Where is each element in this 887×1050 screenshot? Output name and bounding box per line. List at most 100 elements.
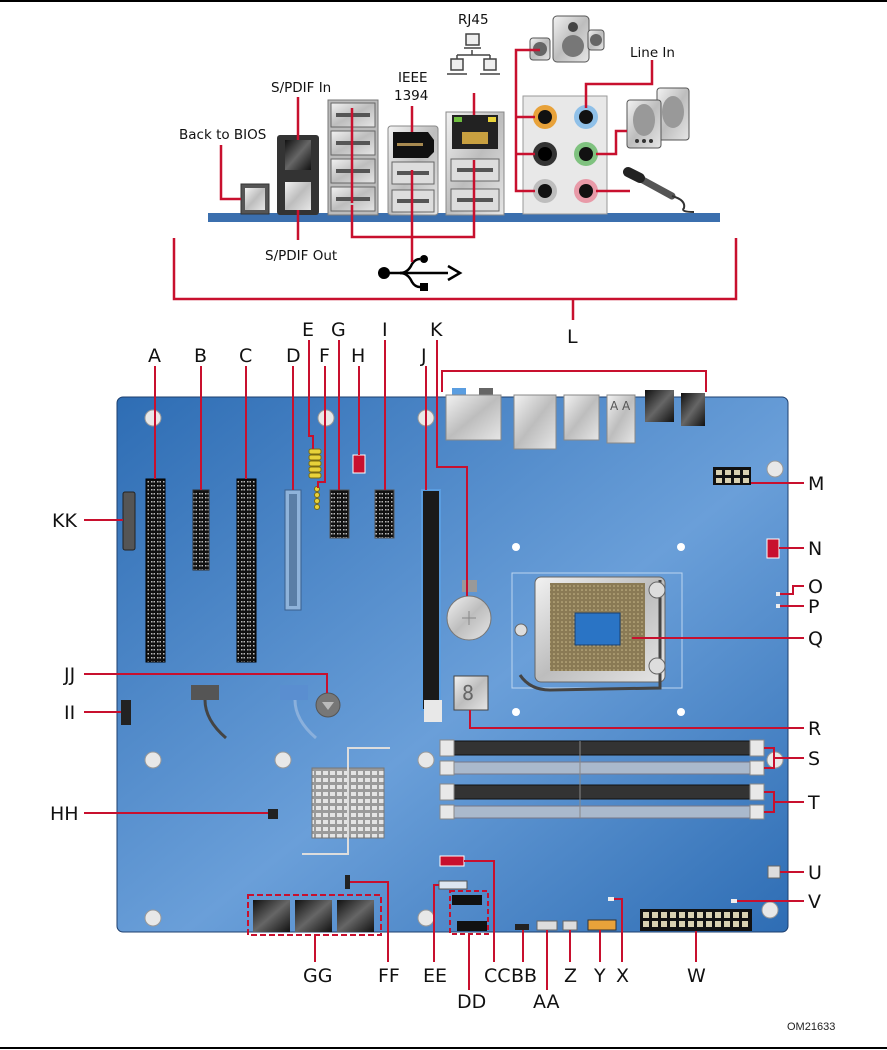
callout-aa: AA (533, 991, 560, 1013)
power-pin (706, 921, 712, 927)
power-pin (742, 912, 748, 918)
vrm-chokes (247, 894, 382, 936)
slot-b-pcie-x1 (192, 489, 210, 571)
power-pin (643, 921, 649, 927)
callout-gg: GG (303, 965, 332, 987)
callout-g: G (331, 319, 346, 341)
board-pcb (116, 396, 789, 933)
header-bb (515, 924, 529, 930)
power-pin (724, 912, 730, 918)
back-to-bios-label: Back to BIOS (179, 127, 266, 143)
ieee-number-label: 1394 (394, 88, 428, 104)
dimm-slot-3 (442, 784, 762, 800)
network-icon (447, 33, 500, 75)
callout-k: K (430, 319, 443, 341)
dimm-slot-2 (442, 761, 762, 775)
callout-o: O (808, 576, 823, 598)
cpu-mount-holes (512, 543, 685, 716)
power-pin (661, 921, 667, 927)
callout-lines (84, 340, 804, 990)
power-pin (661, 912, 667, 918)
svg-text:A A: A A (610, 399, 631, 413)
motherboard: A A (116, 388, 789, 936)
callout-q: Q (808, 628, 823, 650)
slot-c-pci (236, 478, 257, 663)
callout-i: I (382, 319, 388, 341)
back-panel-pcb-edge (208, 213, 720, 222)
callout-z: Z (564, 965, 577, 987)
stereo-speakers-icon (626, 87, 690, 149)
callout-dd: DD (457, 991, 486, 1013)
callout-j: J (420, 345, 427, 367)
power-pin (724, 921, 730, 927)
callout-l: L (567, 326, 578, 348)
header-aa (536, 920, 558, 931)
callout-b: B (194, 345, 207, 367)
power-pin (733, 921, 739, 927)
microphone-icon (623, 167, 695, 213)
power-pin (688, 921, 694, 927)
back-panel-callout-lines (172, 48, 738, 320)
slot-i-pcie-x1 (374, 489, 395, 539)
callout-ee: EE (423, 965, 447, 987)
ieee-label: IEEE (398, 70, 428, 86)
header-e (308, 448, 322, 479)
kk-connector (122, 491, 136, 551)
callout-w: W (687, 965, 706, 987)
power-pin (670, 921, 676, 927)
callout-d: D (286, 345, 301, 367)
callout-y: Y (593, 965, 606, 987)
sata-connector-2 (280, 685, 308, 700)
callout-e: E (302, 319, 314, 341)
power-pin (733, 912, 739, 918)
header-h (352, 454, 366, 474)
callout-x: X (616, 965, 629, 987)
sata-connector-1 (191, 685, 219, 700)
power-pin (652, 912, 658, 918)
callout-bb: BB (511, 965, 537, 987)
callout-labels: A B C D E F G H I J K L M N O P Q R S T … (50, 319, 835, 1033)
spdif-out-label: S/PDIF Out (265, 248, 337, 264)
power-pin (715, 912, 721, 918)
power-pin (706, 912, 712, 918)
power-pin (652, 921, 658, 927)
slot-a-pci (145, 478, 166, 663)
callout-m: M (808, 473, 824, 495)
callout-cc: CC (484, 965, 511, 987)
power-pin (688, 912, 694, 918)
speakers-icon (529, 15, 605, 63)
header-z (562, 920, 578, 931)
chip-hh (268, 809, 278, 819)
main-power-connector (640, 909, 752, 931)
dimm-slots (439, 739, 765, 820)
slot-j-pcie-x16 (421, 489, 441, 711)
button-u (767, 865, 781, 879)
power-pin (679, 921, 685, 927)
callout-a: A (148, 345, 161, 367)
callout-s: S (808, 748, 820, 770)
header-ee (438, 880, 468, 890)
bottom-rule (0, 1047, 887, 1049)
post-code-display: 8 (453, 675, 489, 711)
callout-ff: FF (378, 965, 400, 987)
header-dd-1 (452, 895, 482, 905)
callout-u: U (808, 862, 822, 884)
back-panel: Back to BIOS S/PDIF In S/PDIF Out IEEE 1… (172, 12, 738, 320)
callout-c: C (239, 345, 252, 367)
dimm-slot-4 (442, 805, 762, 819)
callout-ii: II (64, 702, 75, 724)
header-dd-2 (457, 921, 487, 931)
callout-p: P (808, 596, 819, 618)
header-y (587, 919, 617, 931)
slot-g-pcie-x1 (329, 489, 350, 539)
audio-jack-panel (522, 95, 608, 215)
led-o (776, 592, 780, 596)
top-rule (0, 0, 887, 2)
callout-v: V (808, 891, 821, 913)
dimm-slot-1 (442, 740, 762, 756)
callout-jj: JJ (63, 664, 75, 686)
fan-header-n (766, 538, 780, 559)
line-in-label: Line In (630, 45, 675, 61)
usb-icon (378, 255, 463, 291)
power-connector-2x4 (713, 467, 751, 485)
